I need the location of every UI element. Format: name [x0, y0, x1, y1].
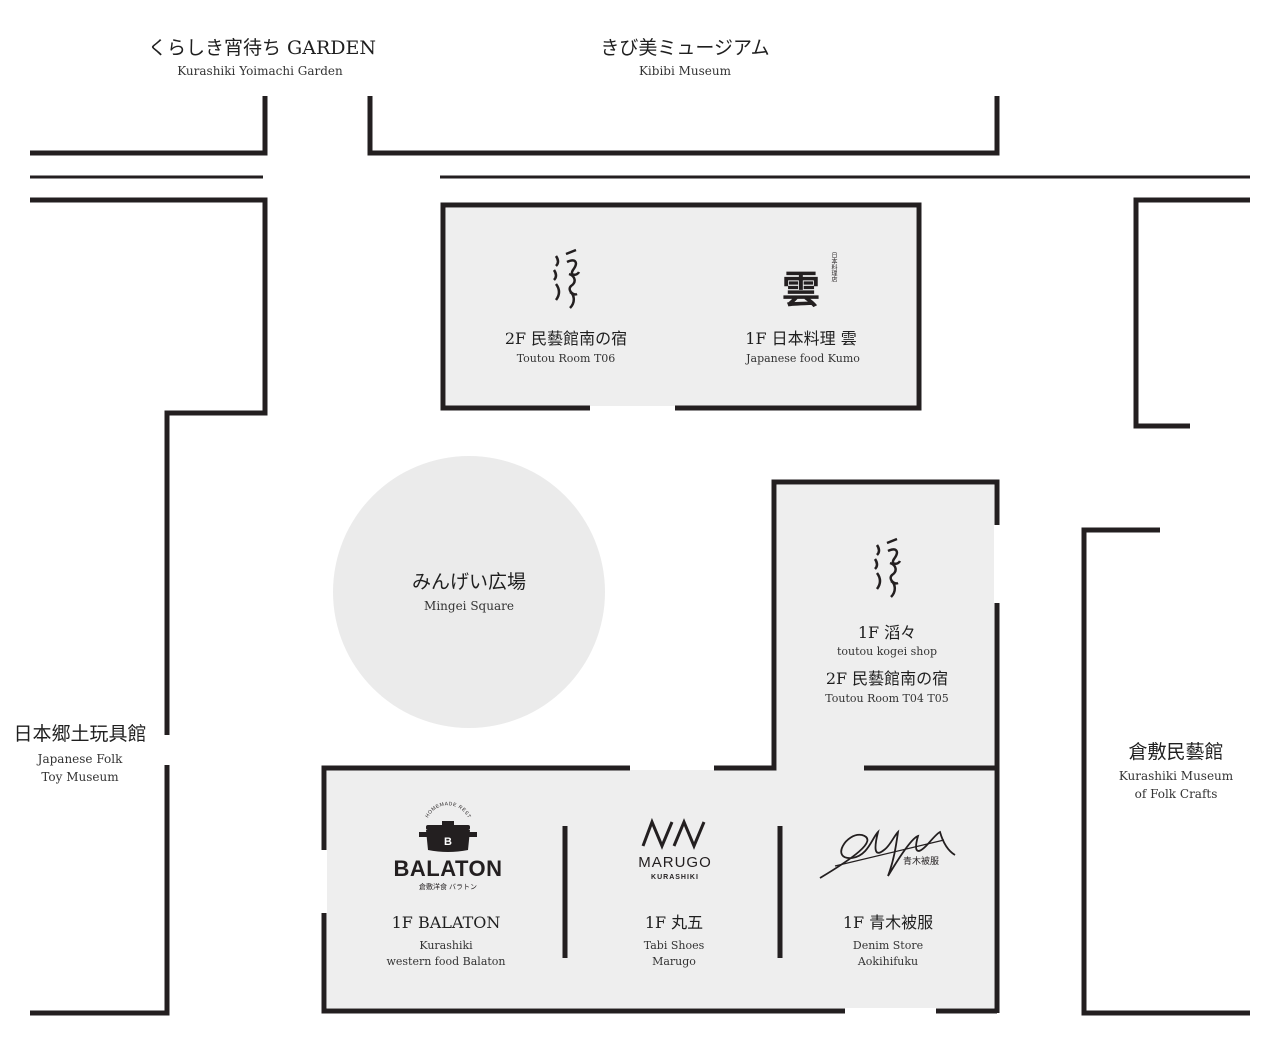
aokihifuku-logo-jp: 青木被服 — [903, 855, 939, 866]
kumo-en-label: Japanese food Kumo — [745, 352, 860, 365]
mingeikan-en-line1: Kurashiki Museum — [1119, 769, 1234, 783]
mingei-square-label: みんげい広場 — [412, 571, 526, 593]
toutou-calligraphy-icon — [873, 537, 902, 598]
balaton-en-line2: western food Balaton — [386, 955, 505, 968]
mingei-square-en-label: Mingei Square — [424, 599, 514, 613]
mingei-square-area — [333, 456, 605, 728]
mingeikan-label: 倉敷民藝館 — [1128, 741, 1223, 763]
east-building-walls — [714, 479, 1000, 1013]
marugo-label: 1F 丸五 — [645, 913, 703, 932]
balaton-logo-text: BALATON — [393, 856, 502, 881]
aokihifuku-signature-icon — [819, 829, 956, 879]
yoimachi-garden-en-label: Kurashiki Yoimachi Garden — [177, 64, 343, 78]
kibibi-museum-label: きび美ミュージアム — [600, 37, 769, 59]
aokihifuku-en-line2: Aokihifuku — [857, 955, 918, 968]
yoimachi-garden-label: くらしき宵待ち GARDEN — [148, 37, 376, 59]
folk-toy-museum-en-line1: Japanese Folk — [36, 752, 123, 766]
aokihifuku-en-line1: Denim Store — [853, 939, 923, 952]
north-building-walls — [440, 202, 922, 411]
toutou-t06-label: 2F 民藝館南の宿 — [505, 329, 627, 348]
folk-toy-museum-en-line2: Toy Museum — [41, 770, 119, 784]
toutou-t06-en-label: Toutou Room T06 — [517, 352, 616, 365]
marugo-en-line2: Marugo — [652, 955, 696, 968]
balaton-label: 1F BALATON — [392, 913, 501, 932]
toutou-t04-t05-label: 2F 民藝館南の宿 — [826, 669, 948, 688]
balaton-en-line1: Kurashiki — [419, 939, 473, 952]
mingeikan-en-line2: of Folk Crafts — [1135, 787, 1218, 801]
folk-toy-museum-label: 日本郷土玩具館 — [13, 723, 146, 745]
marugo-logo-icon — [641, 817, 706, 850]
toutou-calligraphy-icon — [552, 248, 581, 309]
south-building-walls — [321, 765, 997, 1014]
balaton-logo-sub: 倉敷洋食 バラトン — [419, 882, 477, 891]
kumo-logo-vertical-text: 日本料理店 — [830, 252, 837, 283]
toutou-shop-en-label: toutou kogei shop — [837, 645, 937, 658]
marugo-en-line1: Tabi Shoes — [644, 939, 705, 952]
toutou-shop-label: 1F 滔々 — [858, 623, 916, 642]
kumo-label: 1F 日本料理 雲 — [745, 329, 856, 348]
street-lines — [30, 96, 1250, 1016]
marugo-logo-text: MARUGO — [638, 854, 712, 871]
south-building — [327, 770, 994, 1008]
balaton-badge-text: B — [444, 836, 452, 848]
north-building — [446, 208, 916, 406]
east-building — [777, 485, 994, 770]
kibibi-museum-en-label: Kibibi Museum — [639, 64, 732, 78]
aokihifuku-label: 1F 青木被服 — [843, 913, 933, 932]
toutou-t04-t05-en-label: Toutou Room T04 T05 — [825, 692, 948, 705]
marugo-logo-sub: KURASHIKI — [651, 874, 699, 881]
kumo-logo-icon: 雲 — [782, 267, 820, 312]
